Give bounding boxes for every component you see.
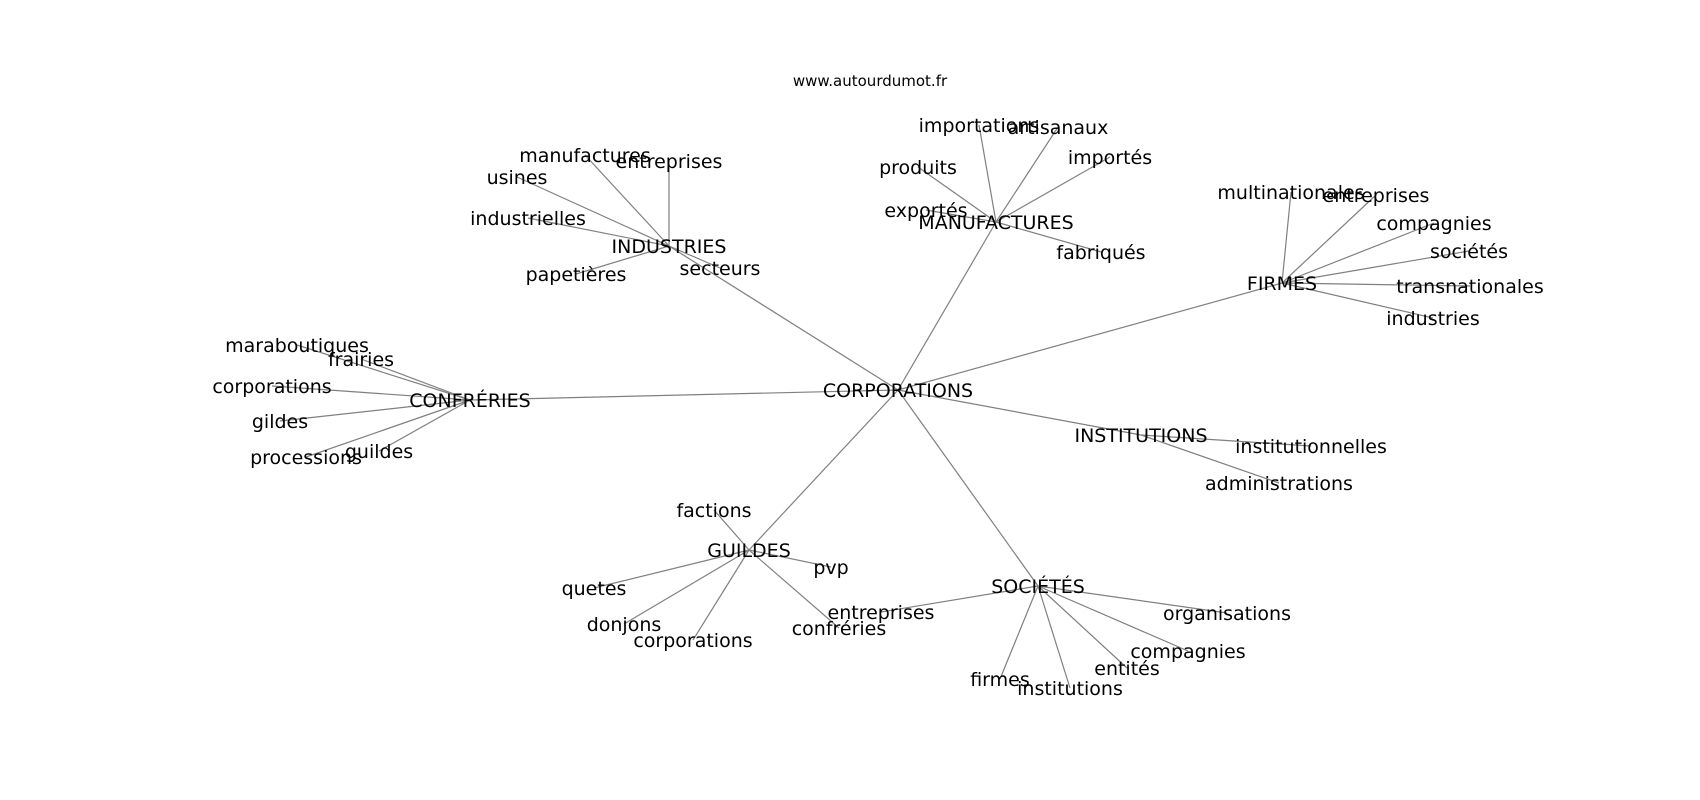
leaf-node-industries-5[interactable]: secteurs [680, 258, 761, 280]
leaf-node-institutions-0[interactable]: institutionnelles [1235, 436, 1387, 458]
edge-industries-3 [527, 217, 670, 247]
edge-societes-5 [1037, 585, 1071, 689]
edge-firmes-2 [1281, 222, 1435, 284]
leaf-node-guildes-2[interactable]: quetes [562, 578, 627, 600]
leaf-node-firmes-5[interactable]: industries [1386, 308, 1479, 330]
leaf-node-firmes-1[interactable]: entreprises [1323, 185, 1430, 207]
edge-firmes-0 [1281, 191, 1292, 284]
hub-node-confreries[interactable]: CONFRÉRIES [409, 389, 530, 412]
hub-node-industries[interactable]: INDUSTRIES [612, 236, 727, 258]
leaf-node-confreries-4[interactable]: processions [250, 447, 362, 469]
edge-confreries-2 [271, 385, 471, 401]
edge-firmes-5 [1281, 282, 1434, 319]
leaf-node-guildes-1[interactable]: pvp [813, 557, 848, 579]
edge-manufactures-5 [995, 221, 1102, 253]
edge-industries-0 [584, 154, 670, 247]
edge-root-guildes [748, 389, 899, 551]
edge-root-manufactures [897, 221, 997, 391]
leaf-node-manufactures-0[interactable]: importations [919, 115, 1040, 137]
edge-societes-2 [1037, 585, 1189, 652]
edge-confreries-0 [296, 344, 471, 401]
leaf-node-firmes-2[interactable]: compagnies [1376, 213, 1491, 235]
leaf-node-societes-2[interactable]: compagnies [1130, 641, 1245, 663]
leaf-node-confreries-5[interactable]: guildes [345, 441, 413, 463]
edge-confreries-3 [279, 399, 471, 422]
leaf-node-guildes-0[interactable]: factions [676, 500, 751, 522]
edge-guildes-3 [623, 549, 750, 625]
edge-confreries-4 [305, 399, 471, 458]
leaf-node-confreries-1[interactable]: frairies [328, 349, 394, 371]
leaf-node-firmes-4[interactable]: transnationales [1396, 276, 1543, 298]
edge-manufactures-3 [995, 156, 1111, 223]
edge-societes-4 [999, 585, 1039, 680]
edge-manufactures-1 [995, 126, 1059, 223]
edge-industries-5 [668, 245, 721, 269]
hub-node-firmes[interactable]: FIRMES [1247, 273, 1317, 295]
leaf-node-firmes-0[interactable]: multinationales [1217, 182, 1364, 204]
leaf-node-societes-1[interactable]: organisations [1163, 603, 1291, 625]
edge-firmes-1 [1281, 194, 1377, 284]
leaf-node-institutions-1[interactable]: administrations [1205, 473, 1353, 495]
edge-root-industries [668, 245, 899, 391]
source-watermark: www.autourdumot.fr [793, 72, 948, 90]
edge-root-institutions [897, 389, 1142, 436]
edge-root-confreries [469, 389, 899, 401]
edge-industries-4 [575, 245, 670, 275]
leaf-node-industries-0[interactable]: manufactures [519, 145, 651, 167]
leaf-node-guildes-3[interactable]: donjons [587, 614, 662, 636]
graph-labels: CORPORATIONSINDUSTRIESmanufacturesentrep… [212, 115, 1543, 700]
edge-guildes-5 [748, 549, 840, 629]
leaf-node-industries-2[interactable]: usines [487, 167, 548, 189]
edge-manufactures-2 [917, 166, 997, 223]
leaf-node-industries-3[interactable]: industrielles [470, 208, 586, 230]
edge-root-firmes [897, 282, 1283, 391]
edge-industries-2 [516, 176, 670, 247]
edge-firmes-3 [1281, 250, 1470, 284]
graph-edges [271, 124, 1471, 689]
edge-societes-1 [1037, 585, 1228, 614]
edge-root-societes [897, 389, 1039, 587]
root-node-label[interactable]: CORPORATIONS [823, 380, 973, 402]
leaf-node-industries-4[interactable]: papetières [526, 264, 627, 286]
leaf-node-manufactures-3[interactable]: importés [1068, 147, 1152, 169]
leaf-node-manufactures-5[interactable]: fabriqués [1056, 242, 1145, 264]
leaf-node-societes-4[interactable]: firmes [970, 669, 1030, 691]
leaf-node-firmes-3[interactable]: sociétés [1430, 241, 1508, 263]
leaf-node-manufactures-4[interactable]: exportés [884, 200, 967, 222]
edge-societes-3 [1037, 585, 1128, 669]
edge-societes-0 [880, 585, 1039, 613]
edge-guildes-2 [593, 549, 750, 589]
leaf-node-societes-0[interactable]: entreprises [828, 602, 935, 624]
edge-guildes-0 [713, 509, 750, 551]
edge-firmes-4 [1281, 282, 1471, 287]
hub-node-manufactures[interactable]: MANUFACTURES [918, 212, 1073, 234]
leaf-node-guildes-5[interactable]: confréries [792, 618, 887, 640]
leaf-node-manufactures-1[interactable]: artisanaux [1008, 117, 1109, 139]
edge-confreries-1 [360, 358, 471, 401]
edge-guildes-4 [692, 549, 750, 641]
edge-guildes-1 [748, 549, 832, 568]
hub-node-societes[interactable]: SOCIÉTÉS [991, 575, 1085, 598]
leaf-node-industries-1[interactable]: entreprises [616, 151, 723, 173]
leaf-node-confreries-3[interactable]: gildes [252, 411, 308, 433]
leaf-node-societes-3[interactable]: entités [1094, 658, 1160, 680]
leaf-node-manufactures-2[interactable]: produits [879, 157, 957, 179]
leaf-node-confreries-2[interactable]: corporations [212, 376, 331, 398]
leaf-node-societes-5[interactable]: institutions [1017, 678, 1123, 700]
edge-institutions-0 [1140, 434, 1312, 447]
leaf-node-guildes-4[interactable]: corporations [633, 630, 752, 652]
edge-confreries-5 [378, 399, 471, 452]
hub-node-institutions[interactable]: INSTITUTIONS [1074, 425, 1207, 447]
edge-institutions-1 [1140, 434, 1280, 484]
leaf-node-confreries-0[interactable]: maraboutiques [225, 335, 369, 357]
hub-node-guildes[interactable]: GUILDES [707, 540, 791, 562]
edge-manufactures-4 [925, 209, 997, 223]
edge-manufactures-0 [978, 124, 997, 223]
